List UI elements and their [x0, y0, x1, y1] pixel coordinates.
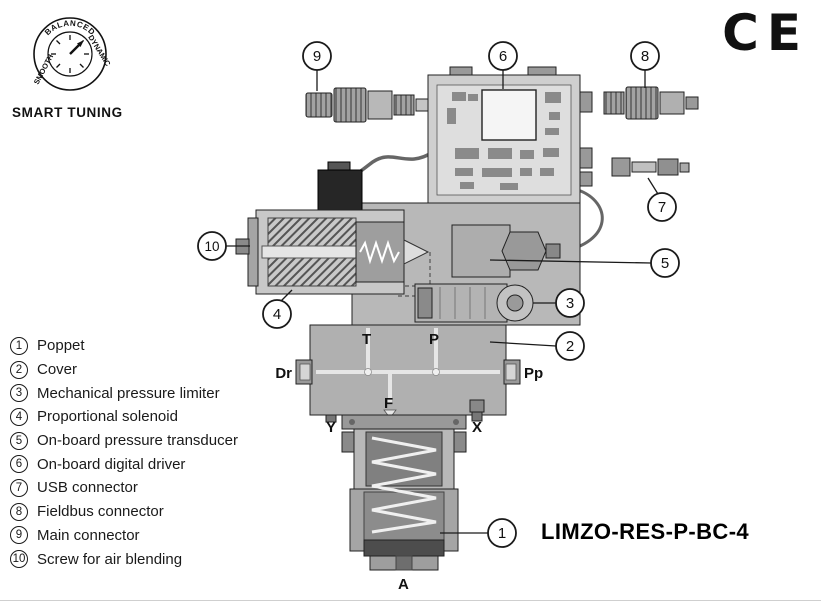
legend-num-7: 7: [10, 478, 28, 497]
legend-num-5: 5: [10, 431, 28, 450]
svg-text:6: 6: [499, 48, 507, 65]
pressure-limiter: [414, 283, 534, 323]
legend-item-air-blending-screw: 10 Screw for air blending: [10, 547, 310, 571]
legend-label-3: Mechanical pressure limiter: [37, 384, 220, 402]
legend-num-9: 9: [10, 526, 28, 545]
legend-num-10: 10: [10, 550, 28, 569]
callout-1: 1: [440, 518, 517, 548]
legend-item-usb-connector: 7 USB connector: [10, 476, 310, 500]
callouts: 9 6 8 7 5 3 2: [197, 41, 680, 548]
port-label-a: A: [398, 576, 409, 593]
legend-item-main-connector: 9 Main connector: [10, 524, 310, 548]
legend-num-3: 3: [10, 384, 28, 403]
legend-num-8: 8: [10, 502, 28, 521]
legend-item-solenoid: 4 Proportional solenoid: [10, 405, 310, 429]
callout-3: 3: [533, 288, 585, 318]
port-label-t: T: [362, 331, 371, 348]
legend-num-2: 2: [10, 360, 28, 379]
svg-text:7: 7: [658, 199, 666, 216]
fieldbus-connector: [603, 86, 699, 120]
svg-text:4: 4: [273, 306, 281, 323]
legend: 1 Poppet 2 Cover 3 Mechanical pressure l…: [10, 334, 310, 571]
port-dr: [295, 359, 313, 385]
callout-6: 6: [488, 41, 518, 89]
legend-label-5: On-board pressure transducer: [37, 432, 238, 450]
svg-text:3: 3: [566, 295, 574, 312]
poppet-cartridge: [341, 414, 467, 571]
legend-item-cover: 2 Cover: [10, 358, 310, 382]
callout-8: 8: [630, 41, 660, 88]
svg-text:1: 1: [498, 525, 506, 542]
solenoid-connector: [317, 161, 363, 213]
callout-2: 2: [489, 331, 585, 361]
legend-num-6: 6: [10, 455, 28, 474]
port-labels: T P Dr Pp F Y X A: [275, 331, 543, 593]
legend-label-6: On-board digital driver: [37, 455, 186, 473]
svg-text:9: 9: [313, 48, 321, 65]
port-label-y: Y: [326, 419, 336, 436]
svg-text:10: 10: [204, 239, 219, 254]
legend-item-pressure-limiter: 3 Mechanical pressure limiter: [10, 381, 310, 405]
port-label-pp: Pp: [524, 365, 543, 382]
svg-text:8: 8: [641, 48, 649, 65]
model-code: LIMZO-RES-P-BC-4: [541, 519, 750, 544]
legend-label-7: USB connector: [37, 479, 138, 497]
legend-num-1: 1: [10, 336, 28, 355]
legend-item-digital-driver: 6 On-board digital driver: [10, 452, 310, 476]
main-connector: [305, 87, 429, 123]
svg-text:5: 5: [661, 255, 669, 272]
port-label-p: P: [429, 331, 439, 348]
valve-body: [295, 324, 521, 423]
ce-mark: CE: [722, 4, 809, 62]
port-pp: [503, 359, 521, 385]
tuning-dial-icon: BALANCED SMOOTH DYNAMIC: [32, 17, 113, 91]
proportional-solenoid: [235, 209, 430, 295]
port-label-x: X: [472, 419, 482, 436]
callout-10: 10: [197, 231, 250, 261]
legend-label-8: Fieldbus connector: [37, 503, 164, 521]
legend-item-poppet: 1 Poppet: [10, 334, 310, 358]
callout-5: 5: [489, 248, 680, 278]
legend-label-2: Cover: [37, 361, 78, 379]
legend-label-1: Poppet: [37, 337, 85, 355]
callout-4: 4: [262, 289, 293, 329]
smart-tuning-title: SMART TUNING: [12, 105, 123, 120]
smart-tuning-logo: BALANCED SMOOTH DYNAMIC SMART TUNING: [8, 6, 138, 120]
legend-label-9: Main connector: [37, 526, 140, 544]
usb-connector: [611, 157, 690, 177]
port-label-dr: Dr: [275, 365, 292, 382]
digital-driver: [427, 66, 593, 204]
legend-label-4: Proportional solenoid: [37, 408, 178, 426]
callout-7: 7: [647, 177, 677, 222]
callout-9: 9: [302, 41, 332, 91]
legend-label-10: Screw for air blending: [37, 550, 183, 568]
port-label-f: F: [384, 395, 393, 412]
legend-num-4: 4: [10, 407, 28, 426]
legend-item-pressure-transducer: 5 On-board pressure transducer: [10, 429, 310, 453]
svg-text:2: 2: [566, 338, 574, 355]
legend-item-fieldbus-connector: 8 Fieldbus connector: [10, 500, 310, 524]
